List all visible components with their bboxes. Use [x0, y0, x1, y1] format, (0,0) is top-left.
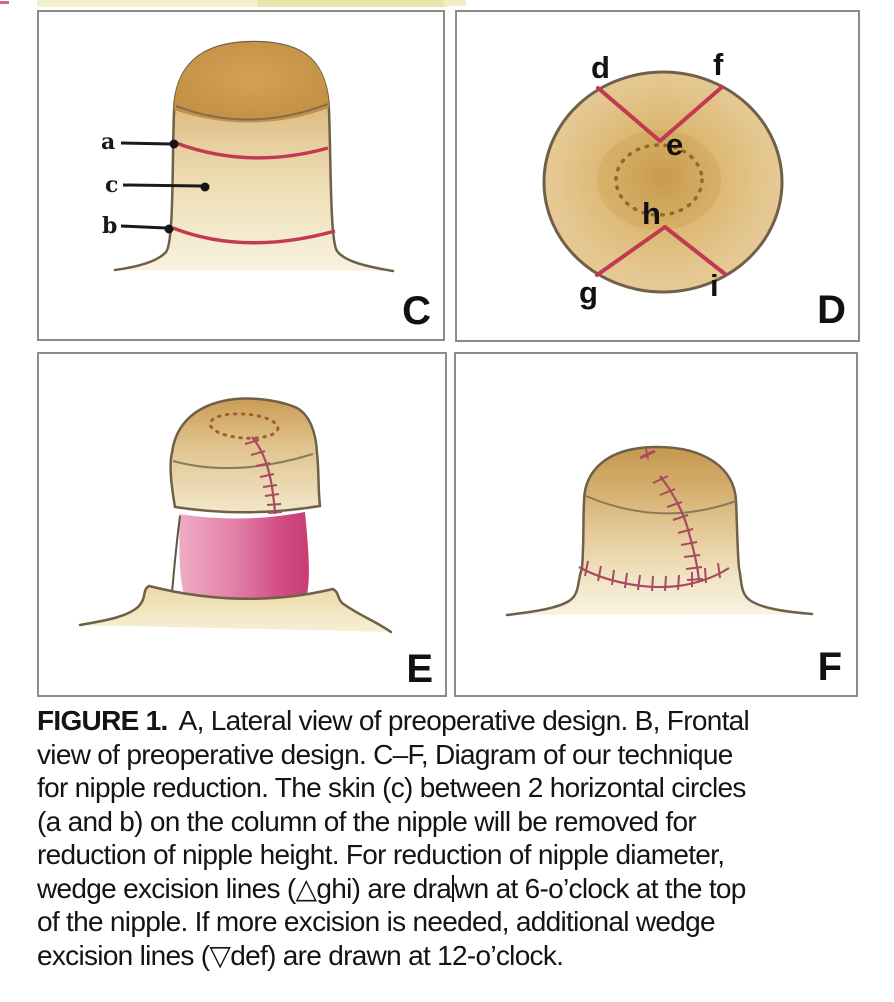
caption-line-2: view of preoperative design. C–F, Diagra… — [37, 738, 733, 770]
nipple-top-edge-line — [175, 103, 329, 121]
top-suture-notch — [639, 448, 656, 460]
wedge-excision-lines — [595, 85, 727, 277]
wedge-line-h-g — [595, 225, 667, 277]
caption-line-1: FIGURE 1. A, Lateral view of preoperative… — [37, 704, 867, 738]
nipple-frontal-illustration — [542, 70, 784, 294]
label-f: f — [713, 47, 724, 82]
cap-suture-ticks — [244, 439, 283, 514]
caption-text: wedge excision lines (△ghi) are dra — [37, 872, 452, 904]
base-suture-ticks — [584, 560, 721, 592]
nipple-deepithelialized-illustration — [78, 397, 393, 634]
label-h: h — [642, 196, 661, 231]
figure-caption: FIGURE 1. A, Lateral view of preoperative… — [37, 704, 867, 972]
areola-base — [78, 584, 393, 634]
panel-c-letter: C — [402, 289, 431, 333]
label-c: c — [105, 172, 119, 198]
cap-collar-line — [172, 453, 314, 470]
panel-d-letter: D — [817, 288, 846, 332]
annotation-dots — [164, 139, 210, 234]
panel-c: a c b C — [37, 10, 445, 341]
caption-line-8: excision lines (▽def) are drawn at 12-o’… — [37, 939, 564, 971]
caption-line-5: reduction of nipple height. For reductio… — [37, 839, 725, 870]
deepithelialized-column — [179, 512, 309, 604]
panel-f: F — [454, 352, 858, 697]
caption-text: A, Lateral view of preoperative design. … — [178, 705, 750, 736]
cropped-panel-b-remnant — [444, 0, 466, 6]
label-e: e — [666, 127, 684, 162]
excision-circle-a — [175, 141, 329, 160]
nipple-cap — [169, 397, 322, 514]
panel-d: d f e h g i D — [455, 10, 860, 342]
nipple-top-circle — [542, 70, 784, 294]
caption-line-7: of the nipple. If more excision is neede… — [37, 906, 716, 937]
panel-e: E — [37, 352, 447, 697]
annotation-pointers — [120, 141, 203, 230]
panel-e-letter: E — [406, 647, 433, 691]
wedge-line-h-i — [663, 225, 727, 276]
wedge-line-f-e — [658, 85, 724, 143]
label-g: g — [579, 275, 598, 310]
nipple-final-result-illustration — [505, 445, 814, 617]
label-i: i — [710, 268, 719, 303]
base-suture-line — [578, 566, 730, 589]
wedge-line-d-e — [596, 86, 662, 143]
label-b: b — [102, 213, 118, 239]
nipple-lateral-illustration — [113, 40, 395, 273]
label-d: d — [591, 50, 610, 85]
nipple-top-cap — [174, 42, 329, 123]
label-a: a — [101, 129, 116, 155]
cropped-panel-a-remnant — [37, 0, 447, 7]
figure-number: FIGURE 1. — [37, 705, 168, 736]
caption-line-4: (a and b) on the column of the nipple wi… — [37, 805, 697, 837]
cap-suture-line — [251, 436, 277, 515]
vertical-suture-ticks — [652, 475, 704, 581]
cap-collar-line — [585, 495, 737, 515]
reduced-nipple-body — [505, 445, 814, 617]
cropped-panel-red-remnant — [0, 1, 9, 4]
text-cursor-artifact — [451, 874, 454, 902]
excision-circle-b — [172, 226, 336, 245]
column-left-outline — [171, 515, 181, 593]
panel-f-letter: F — [817, 645, 842, 689]
cropped-panel-a-remnant-dark — [258, 0, 447, 7]
dotted-center-circle — [614, 143, 704, 217]
caption-text: wn at 6-o’clock at the top — [454, 872, 746, 904]
caption-line-3: for nipple reduction. The skin (c) betwe… — [37, 772, 746, 803]
dotted-top-circle — [208, 412, 280, 440]
